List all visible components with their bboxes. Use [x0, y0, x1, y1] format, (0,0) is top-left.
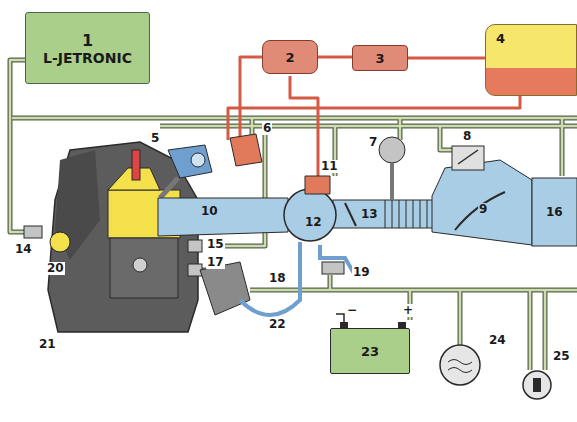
node-label: 2 — [285, 50, 294, 65]
fuel-line — [318, 57, 352, 58]
battery: 23 — [330, 328, 410, 374]
callout-number: + — [402, 304, 414, 317]
node-label: L-JETRONIC — [43, 50, 132, 66]
callout-number: 9 — [478, 203, 488, 216]
callout-number: 13 — [360, 208, 379, 221]
callout-number: 15 — [206, 238, 225, 251]
callout-number: 19 — [352, 266, 371, 279]
callout-number: 7 — [368, 136, 378, 149]
callout-number: 18 — [268, 272, 287, 285]
callout-number: 12 — [304, 216, 323, 229]
callout-number: 5 — [150, 132, 160, 145]
callout-number: 20 — [46, 262, 65, 275]
callout-number: 22 — [268, 318, 287, 331]
callout-number: 1 — [82, 31, 93, 50]
callout-number: 17 — [206, 256, 225, 269]
callout-number: 16 — [545, 206, 564, 219]
node-label: 4 — [496, 31, 505, 46]
node-label: 23 — [361, 344, 379, 359]
callout-number: − — [346, 304, 358, 317]
callout-number: 21 — [38, 338, 57, 351]
control-unit-box: 1L-JETRONIC — [25, 12, 150, 84]
fuel-filter: 3 — [352, 45, 408, 71]
fuel-pump: 2 — [262, 40, 318, 74]
callout-number: 10 — [200, 205, 219, 218]
callout-number: 24 — [488, 334, 507, 347]
callout-number: 25 — [552, 350, 571, 363]
fuel-tank: 4 — [485, 24, 577, 96]
fuel-line — [408, 58, 485, 59]
callout-number: 6 — [262, 122, 272, 135]
node-label: 3 — [375, 51, 384, 66]
callout-number: 14 — [14, 243, 33, 256]
callout-number: 8 — [462, 130, 472, 143]
callout-number: 11 — [320, 160, 339, 173]
